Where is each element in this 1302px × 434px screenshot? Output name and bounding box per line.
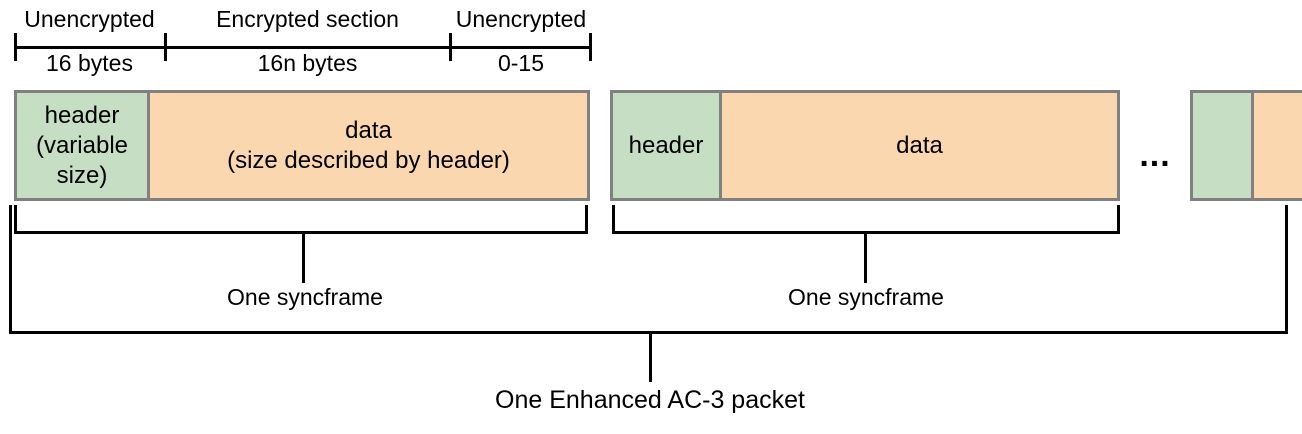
syncframe1-label: One syncframe [227,284,383,310]
syncframe2-bracket [612,205,1120,234]
size-16n-bytes-label: 16n bytes [257,50,358,76]
encrypted-section-label: Encrypted section [216,6,399,32]
syncframe2-header-cell: header [613,93,722,198]
syncframe-partial-box [1190,90,1302,201]
ruler-line [14,46,592,49]
syncframe1-box: header (variable size) data (size descri… [14,90,590,201]
syncframe2-bracket-stem [864,234,867,283]
unencrypted-left-label: Unencrypted [24,6,155,32]
syncframe-partial-data-cell [1254,93,1302,198]
ruler-tick [164,33,167,61]
syncframe1-bracket-stem [302,234,305,283]
ellipsis: ... [1139,136,1171,174]
unencrypted-right-label: Unencrypted [455,6,587,32]
size-0-15-label: 0-15 [497,50,545,76]
syncframe1-header-cell: header (variable size) [17,93,150,198]
packet-bracket-stem [649,334,652,382]
size-16-bytes-label: 16 bytes [46,50,133,76]
ruler-tick [449,33,452,61]
syncframe2-box: header data [610,90,1120,201]
packet-label: One Enhanced AC-3 packet [495,386,805,414]
ruler-tick [14,33,17,61]
syncframe2-data-cell: data [722,93,1117,198]
syncframe-partial-header-cell [1193,93,1254,198]
syncframe1-data-cell: data (size described by header) [150,93,587,198]
syncframe2-label: One syncframe [788,284,944,310]
ruler-tick [589,33,592,61]
syncframe1-bracket [14,205,588,234]
packet-bracket [9,205,1288,334]
